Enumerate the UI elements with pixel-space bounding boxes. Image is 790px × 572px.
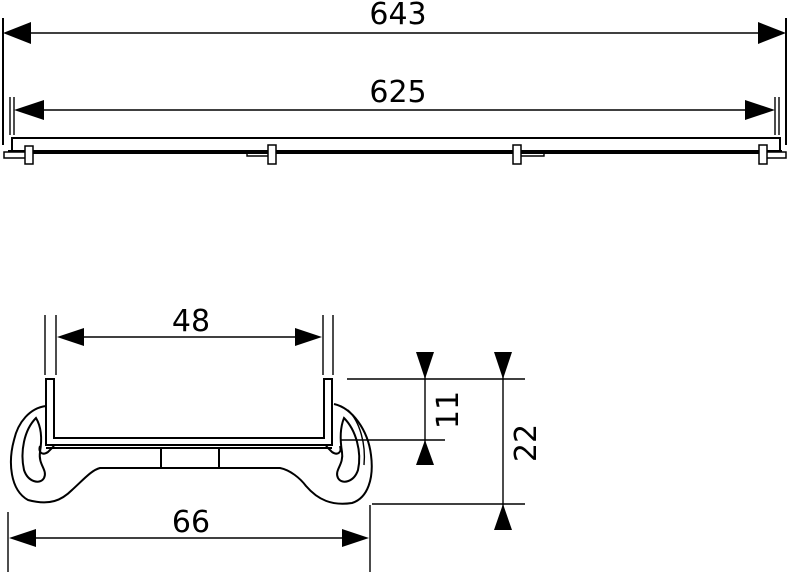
arrow-right-icon bbox=[745, 100, 775, 120]
arrow-right-icon bbox=[295, 328, 322, 346]
end-tab-left bbox=[3, 151, 27, 159]
arrow-up-icon bbox=[416, 440, 434, 465]
arrow-left-icon bbox=[3, 22, 31, 44]
dimension-48: 48 bbox=[44, 304, 334, 375]
right-hook-inner-line bbox=[347, 409, 366, 466]
arrow-right-icon bbox=[758, 22, 786, 44]
left-hook-tip bbox=[38, 445, 55, 455]
grate-profile bbox=[45, 378, 333, 446]
dimension-label-625: 625 bbox=[369, 75, 426, 110]
arrow-left-icon bbox=[14, 100, 44, 120]
grate-side-profile bbox=[3, 137, 787, 165]
arrow-right-icon bbox=[342, 529, 369, 547]
dimension-625: 625 bbox=[9, 75, 780, 135]
grate-channel bbox=[45, 378, 333, 446]
clip-2 bbox=[267, 144, 277, 165]
dimension-66: 66 bbox=[7, 505, 371, 572]
right-hook-tip bbox=[325, 445, 342, 455]
dimension-label-22: 22 bbox=[509, 424, 544, 462]
drain-body bbox=[9, 403, 373, 505]
arrow-up-icon bbox=[494, 504, 512, 530]
dimension-22: 22 bbox=[494, 352, 544, 530]
cross-section-view: 48 66 bbox=[7, 304, 544, 572]
top-view: 643 625 bbox=[2, 0, 787, 165]
clip-1 bbox=[24, 145, 34, 165]
grate-bar bbox=[8, 150, 782, 154]
clip-2-foot bbox=[246, 152, 268, 157]
grate-top-edge bbox=[11, 137, 781, 152]
dimension-643: 643 bbox=[2, 0, 787, 145]
arrow-down-icon bbox=[416, 352, 434, 379]
left-hook bbox=[21, 416, 46, 483]
dimension-11: 11 bbox=[416, 352, 466, 465]
dimension-label-11: 11 bbox=[431, 391, 466, 429]
arrow-left-icon bbox=[9, 529, 36, 547]
body-outline bbox=[9, 403, 373, 505]
arrow-down-icon bbox=[494, 352, 512, 379]
clip-3-foot bbox=[521, 152, 545, 157]
dimension-label-66: 66 bbox=[172, 505, 210, 540]
clip-3 bbox=[512, 144, 522, 165]
dimension-label-643: 643 bbox=[369, 0, 426, 32]
right-hook bbox=[336, 416, 361, 483]
clip-4 bbox=[758, 144, 768, 165]
dimension-label-48: 48 bbox=[172, 304, 210, 339]
arrow-left-icon bbox=[57, 328, 84, 346]
